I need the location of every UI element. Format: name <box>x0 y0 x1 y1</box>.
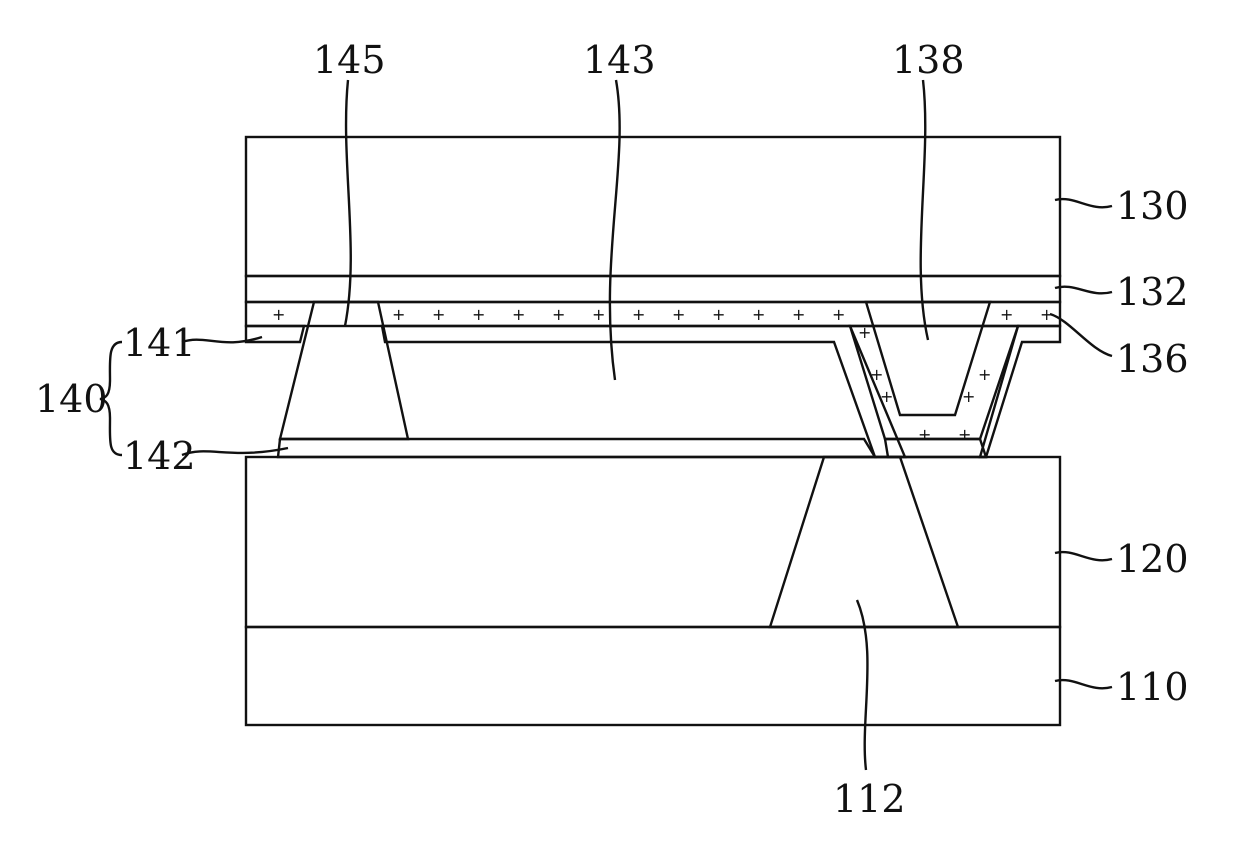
layer-120 <box>246 457 1060 627</box>
layer-110 <box>246 627 1060 725</box>
label-143: 143 <box>583 38 656 82</box>
svg-text:+: + <box>512 305 525 324</box>
label-140: 140 <box>35 377 108 421</box>
svg-text:+: + <box>958 425 971 444</box>
label-138: 138 <box>892 38 965 82</box>
svg-text:+: + <box>552 305 565 324</box>
layer-130 <box>246 137 1060 276</box>
label-145: 145 <box>313 38 386 82</box>
svg-text:+: + <box>712 305 725 324</box>
label-120: 120 <box>1116 537 1189 581</box>
label-132: 132 <box>1116 270 1189 314</box>
leader-112 <box>857 600 868 770</box>
svg-text:+: + <box>272 305 285 324</box>
svg-text:+: + <box>632 305 645 324</box>
layer-142 <box>278 439 875 457</box>
layer-132 <box>246 276 1060 302</box>
label-136: 136 <box>1116 337 1189 381</box>
label-130: 130 <box>1116 184 1189 228</box>
leader-142 <box>182 448 288 455</box>
svg-text:+: + <box>392 305 405 324</box>
via-112 <box>770 457 958 627</box>
layer-136 <box>246 302 1060 326</box>
svg-text:+: + <box>858 323 871 342</box>
layer-141-right <box>980 326 1060 457</box>
label-141: 141 <box>123 321 196 365</box>
svg-text:+: + <box>918 425 931 444</box>
svg-text:+: + <box>978 365 991 384</box>
svg-text:+: + <box>880 387 893 406</box>
leader-120 <box>1055 552 1112 560</box>
label-110: 110 <box>1116 665 1189 709</box>
svg-text:+: + <box>592 305 605 324</box>
leader-130 <box>1055 199 1112 207</box>
leader-110 <box>1055 680 1112 688</box>
svg-text:+: + <box>962 387 975 406</box>
leader-132 <box>1055 287 1112 294</box>
svg-text:+: + <box>1000 305 1013 324</box>
svg-text:+: + <box>432 305 445 324</box>
leader-143 <box>610 80 620 380</box>
svg-text:+: + <box>472 305 485 324</box>
svg-text:+: + <box>870 365 883 384</box>
svg-text:+: + <box>672 305 685 324</box>
label-112: 112 <box>833 777 906 821</box>
svg-text:+: + <box>752 305 765 324</box>
layer-143 <box>246 342 834 439</box>
svg-text:+: + <box>792 305 805 324</box>
leader-145 <box>345 80 351 326</box>
label-142: 142 <box>123 434 196 478</box>
svg-text:+: + <box>832 305 845 324</box>
